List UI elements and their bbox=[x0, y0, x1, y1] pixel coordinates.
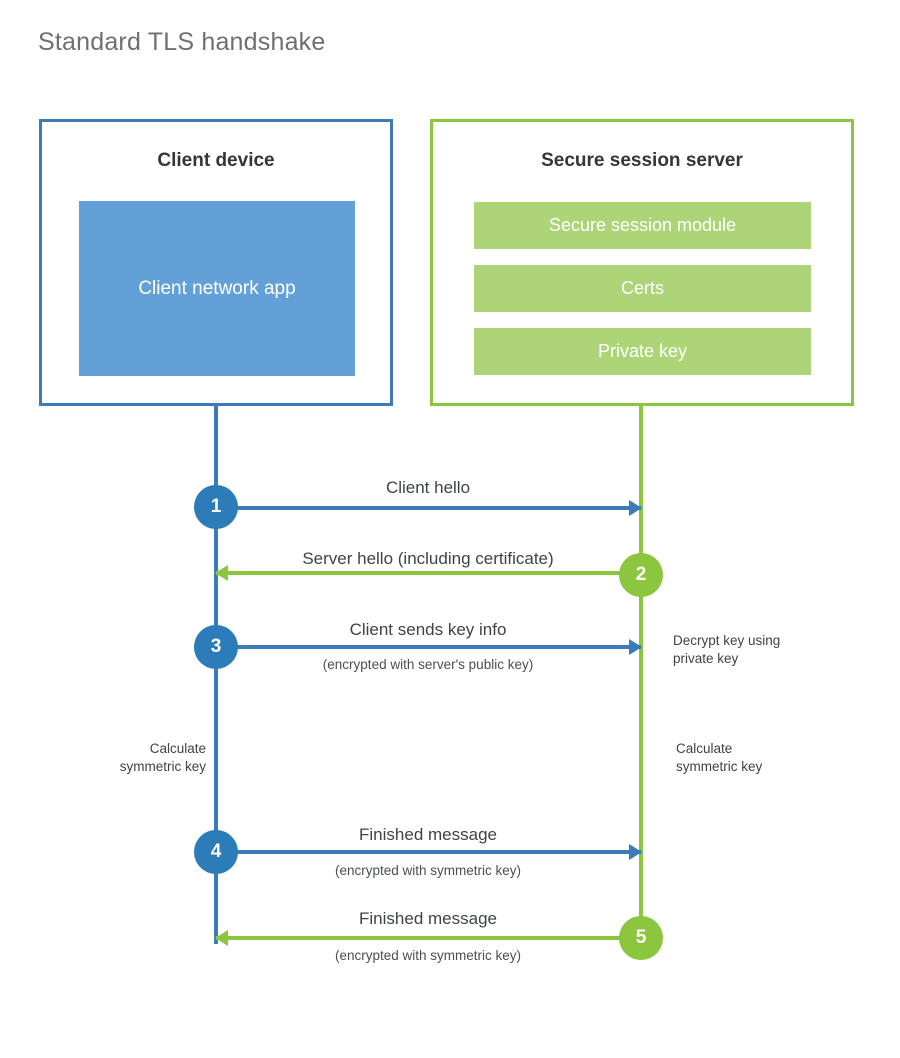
arrowhead-right-icon bbox=[629, 639, 642, 655]
client-lifeline bbox=[214, 403, 218, 944]
server-component-certs: Certs bbox=[474, 265, 811, 312]
server-component-private-key: Private key bbox=[474, 328, 811, 375]
annotation-server-decrypt: Decrypt key using private key bbox=[673, 633, 781, 666]
step-marker-5[interactable]: 5 bbox=[619, 916, 663, 960]
step-3-sublabel: (encrypted with server's public key) bbox=[322, 657, 534, 672]
arrowhead-left-icon bbox=[215, 565, 228, 581]
step-marker-2[interactable]: 2 bbox=[619, 553, 663, 597]
watermark bbox=[196, 418, 396, 448]
secure-session-server-box: Secure session server Secure session mod… bbox=[430, 119, 854, 406]
arrow-shaft bbox=[216, 571, 641, 575]
step-3-label: Client sends key info bbox=[349, 620, 507, 639]
arrow-shaft bbox=[216, 936, 641, 940]
arrowhead-left-icon bbox=[215, 930, 228, 946]
step-4-sublabel: (encrypted with symmetric key) bbox=[334, 863, 522, 878]
step-2-label: Server hello (including certificate) bbox=[302, 549, 554, 568]
step-5-label: Finished message bbox=[359, 909, 497, 928]
step-4-arrow bbox=[216, 844, 642, 860]
client-device-title: Client device bbox=[157, 150, 275, 171]
step-5-sublabel: (encrypted with symmetric key) bbox=[334, 948, 522, 963]
arrowhead-right-icon bbox=[629, 844, 642, 860]
step-marker-3[interactable]: 3 bbox=[194, 625, 238, 669]
step-3-arrow bbox=[216, 639, 642, 655]
step-2-arrow bbox=[215, 565, 641, 581]
arrow-shaft bbox=[216, 850, 641, 854]
annotation-server-calculate-symmetric-key: Calculate symmetric key bbox=[676, 741, 763, 774]
client-device-box: Client device Client network app bbox=[39, 119, 393, 406]
step-1-arrow bbox=[216, 500, 642, 516]
step-marker-4[interactable]: 4 bbox=[194, 830, 238, 874]
arrowhead-right-icon bbox=[629, 500, 642, 516]
secure-session-server-title: Secure session server bbox=[541, 150, 743, 171]
arrow-shaft bbox=[216, 645, 641, 649]
step-1-label: Client hello bbox=[385, 478, 471, 497]
step-5-arrow bbox=[215, 930, 641, 946]
client-network-app-block: Client network app bbox=[79, 201, 355, 376]
arrow-shaft bbox=[216, 506, 641, 510]
server-component-secure-session-module: Secure session module bbox=[474, 202, 811, 249]
server-lifeline bbox=[639, 403, 643, 941]
page-title: Standard TLS handshake bbox=[38, 28, 326, 56]
step-4-label: Finished message bbox=[359, 825, 497, 844]
step-marker-1[interactable]: 1 bbox=[194, 485, 238, 529]
annotation-client-calculate-symmetric-key: Calculate symmetric key bbox=[119, 741, 206, 774]
